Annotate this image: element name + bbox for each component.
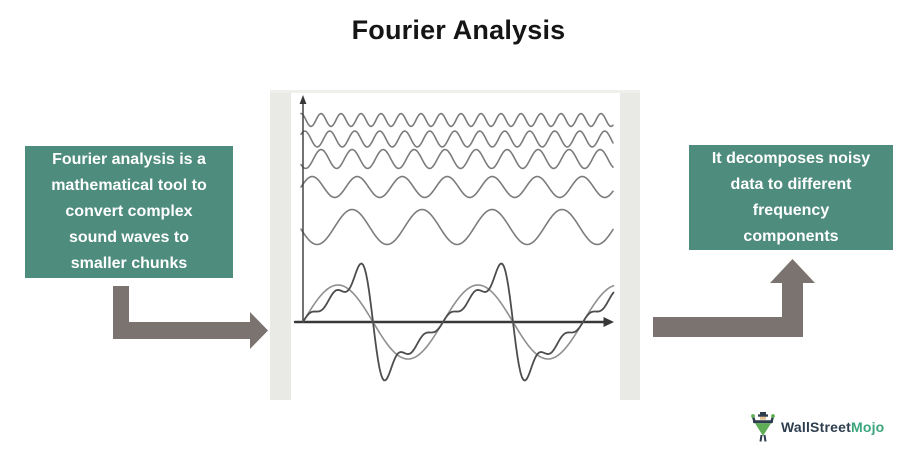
figure-top-margin	[270, 90, 640, 93]
wallstreetmojo-mascot-icon	[751, 412, 775, 442]
left-callout-text: Fourier analysis is a mathematical tool …	[51, 151, 207, 272]
wave-plot	[293, 95, 615, 382]
right-elbow-arrow-icon	[653, 259, 815, 337]
logo-text-primary: WallStreet	[781, 419, 851, 435]
wave-decomposition-figure	[270, 90, 640, 400]
right-callout-text: It decomposes noisy data to different fr…	[711, 149, 871, 245]
figure-right-margin	[620, 90, 640, 400]
left-callout-box: Fourier analysis is a mathematical tool …	[25, 146, 233, 278]
logo-text-secondary: Mojo	[850, 419, 885, 435]
right-callout-box: It decomposes noisy data to different fr…	[689, 145, 893, 250]
left-elbow-arrow-icon	[113, 286, 268, 349]
page-title: Fourier Analysis	[351, 15, 566, 45]
wallstreetmojo-logo: WallStreetMojo	[750, 410, 884, 446]
figure-left-margin	[270, 90, 291, 400]
